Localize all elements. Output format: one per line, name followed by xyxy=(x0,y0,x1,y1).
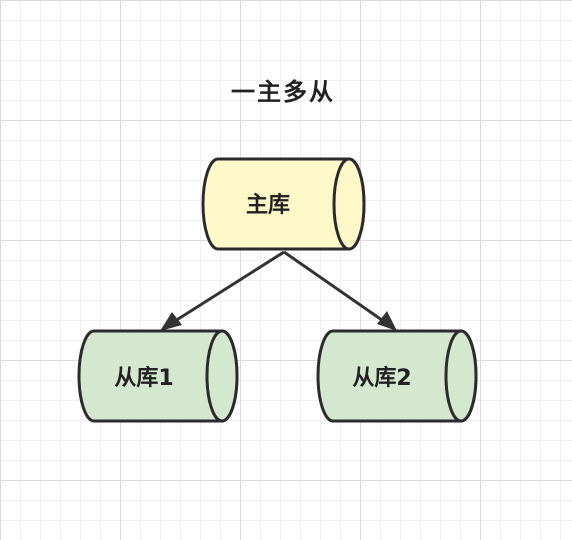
slave2-db-cap xyxy=(444,329,478,423)
master-db-label: 主库 xyxy=(246,193,290,218)
arrowhead-slave2 xyxy=(377,311,397,331)
arrow-master-to-slave2 xyxy=(283,250,393,329)
slave1-db-label: 从库1 xyxy=(114,366,173,391)
slave2-db-label: 从库2 xyxy=(352,366,411,391)
diagram-title: 一主多从 xyxy=(231,78,335,106)
arrowhead-slave1 xyxy=(160,312,182,331)
master-db-node[interactable]: 主库 xyxy=(201,157,366,251)
arrow-master-to-slave1 xyxy=(163,250,285,330)
slave1-db-cap xyxy=(205,329,239,423)
master-db-cap xyxy=(332,157,366,251)
slave2-db-node[interactable]: 从库2 xyxy=(316,329,478,423)
slave1-db-node[interactable]: 从库1 xyxy=(77,329,239,423)
